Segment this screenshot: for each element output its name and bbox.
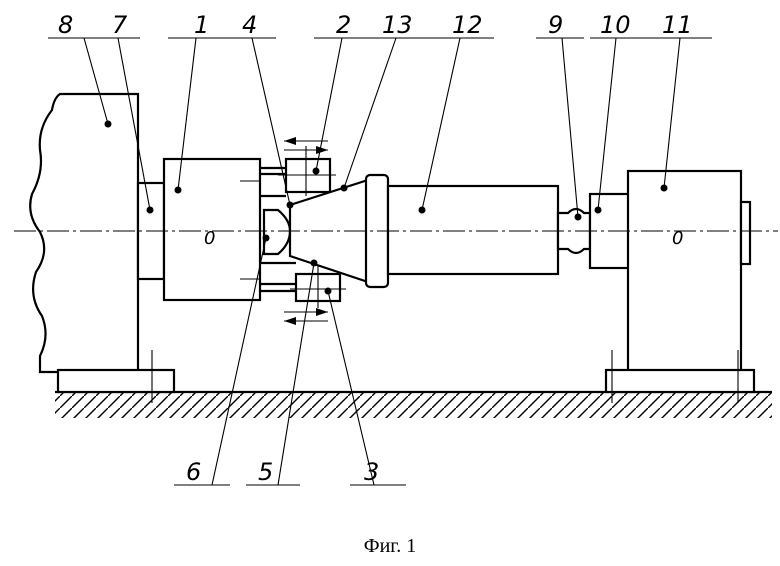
label-1: 1 <box>194 11 209 39</box>
label-11: 11 <box>662 11 693 39</box>
label-12: 12 <box>452 11 483 39</box>
label-9: 9 <box>548 11 563 39</box>
left-centre-6 <box>264 210 290 254</box>
tailstock-11 <box>606 171 754 403</box>
label-5: 5 <box>258 458 273 486</box>
label-6: 6 <box>186 458 201 486</box>
label-3: 3 <box>364 458 379 486</box>
label-7: 7 <box>112 11 128 39</box>
center-mark-right: 0 <box>672 228 683 249</box>
center-mark-left: 0 <box>204 228 215 249</box>
figure-caption: Фиг. 1 <box>0 535 780 558</box>
label-4: 4 <box>242 11 257 39</box>
label-13: 13 <box>382 11 413 39</box>
ground <box>55 392 772 418</box>
label-8: 8 <box>58 11 73 39</box>
label-2: 2 <box>336 11 351 39</box>
label-10: 10 <box>600 11 631 39</box>
